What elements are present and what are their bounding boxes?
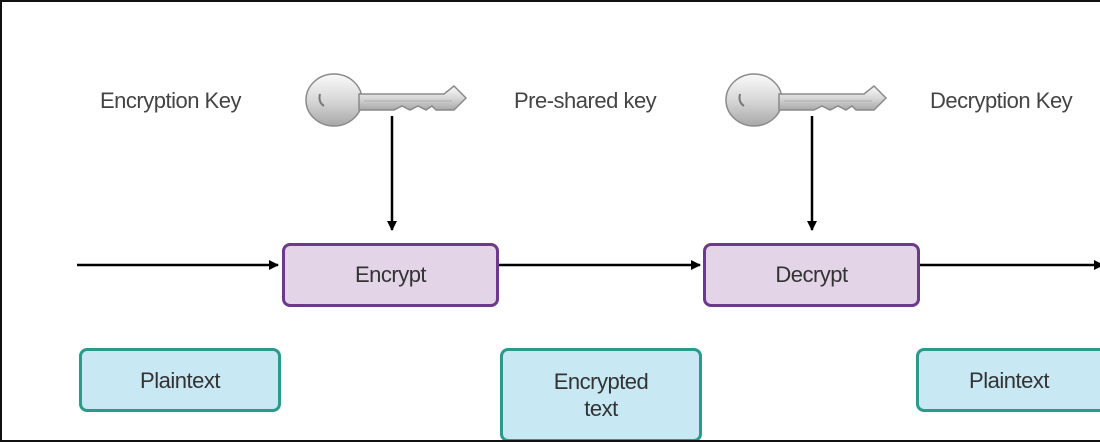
plaintext-input-box: Plaintext <box>79 348 281 412</box>
decrypt-process: Decrypt <box>703 243 920 307</box>
encrypted-text-box: Encrypted text <box>500 348 702 440</box>
encrypted-text-label: Encrypted text <box>553 369 649 421</box>
encrypt-process: Encrypt <box>282 243 499 307</box>
encryption-key-label: Encryption Key <box>100 88 241 113</box>
key-icon <box>725 73 888 127</box>
plaintext-output-box: Plaintext <box>916 348 1100 412</box>
key-icon <box>305 73 468 127</box>
preshared-key-label: Pre-shared key <box>514 88 657 113</box>
encrypt-label: Encrypt <box>354 262 427 287</box>
decryption-key-label: Decryption Key <box>930 88 1073 113</box>
decrypt-label: Decrypt <box>775 262 848 287</box>
plaintext-input-label: Plaintext <box>140 367 220 393</box>
plaintext-output-label: Plaintext <box>969 367 1049 393</box>
